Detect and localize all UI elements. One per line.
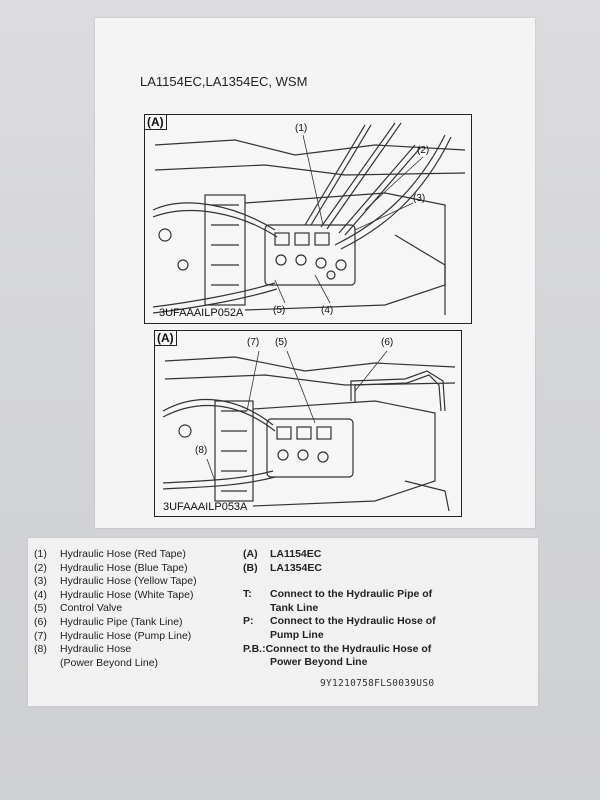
callout-1: (1) [295,123,308,134]
legend-item: (5)Control Valve [34,602,123,615]
model-row: (A)LA1154EC [243,548,322,560]
figure-top-drawing [152,122,466,315]
figure-top-code: 3UFAAAILP052A [159,307,244,319]
figure-bottom-code: 3UFAAAILP053A [163,501,248,513]
document-id: 9Y1210758FLS0039US0 [320,678,435,689]
legend-item: (Power Beyond Line) [60,656,159,669]
callout-6: (6) [381,337,394,348]
legend-notes: (A)LA1154EC (B)LA1354EC T:Connect to the… [243,548,436,669]
legend-item: (8)Hydraulic Hose [34,643,132,656]
legend-item: (2)Hydraulic Hose (Blue Tape) [34,561,188,574]
legend-page-sheet [28,538,538,706]
legend-items: (1)Hydraulic Hose (Red Tape) (2)Hydrauli… [34,548,197,670]
legend-item: (6)Hydraulic Pipe (Tank Line) [34,615,183,628]
figure-bottom: (A) (7) (5) (6) (8) 3UFAAAILP053A [154,330,462,517]
callout-4: (4) [321,305,334,316]
page-header-title: LA1154EC,LA1354EC, WSM [140,74,308,89]
callout-7: (7) [247,337,260,348]
callout-2: (2) [417,145,430,156]
callout-3: (3) [413,193,426,204]
legend-item: (1)Hydraulic Hose (Red Tape) [34,548,186,560]
note-row: T:Connect to the Hydraulic Pipe of [243,588,433,601]
legend-item: (3)Hydraulic Hose (Yellow Tape) [34,575,197,588]
legend-item: (4)Hydraulic Hose (White Tape) [34,588,194,601]
figure-top: (A) (1) (2) (3) (4) (5) 3UFAAAILP052A [144,114,472,324]
callout-5: (5) [273,305,286,316]
model-row: (B)LA1354EC [243,561,322,574]
figure-top-label: (A) [145,115,167,130]
figure-bottom-label: (A) [155,331,177,346]
note-row: P.B.:Connect to the Hydraulic Hose of [243,642,432,655]
callout-8: (8) [195,445,208,456]
figure-bottom-drawing [162,350,456,512]
callout-5b: (5) [275,337,288,348]
note-row: P:Connect to the Hydraulic Hose of [243,615,436,628]
legend-item: (7)Hydraulic Hose (Pump Line) [34,629,192,642]
